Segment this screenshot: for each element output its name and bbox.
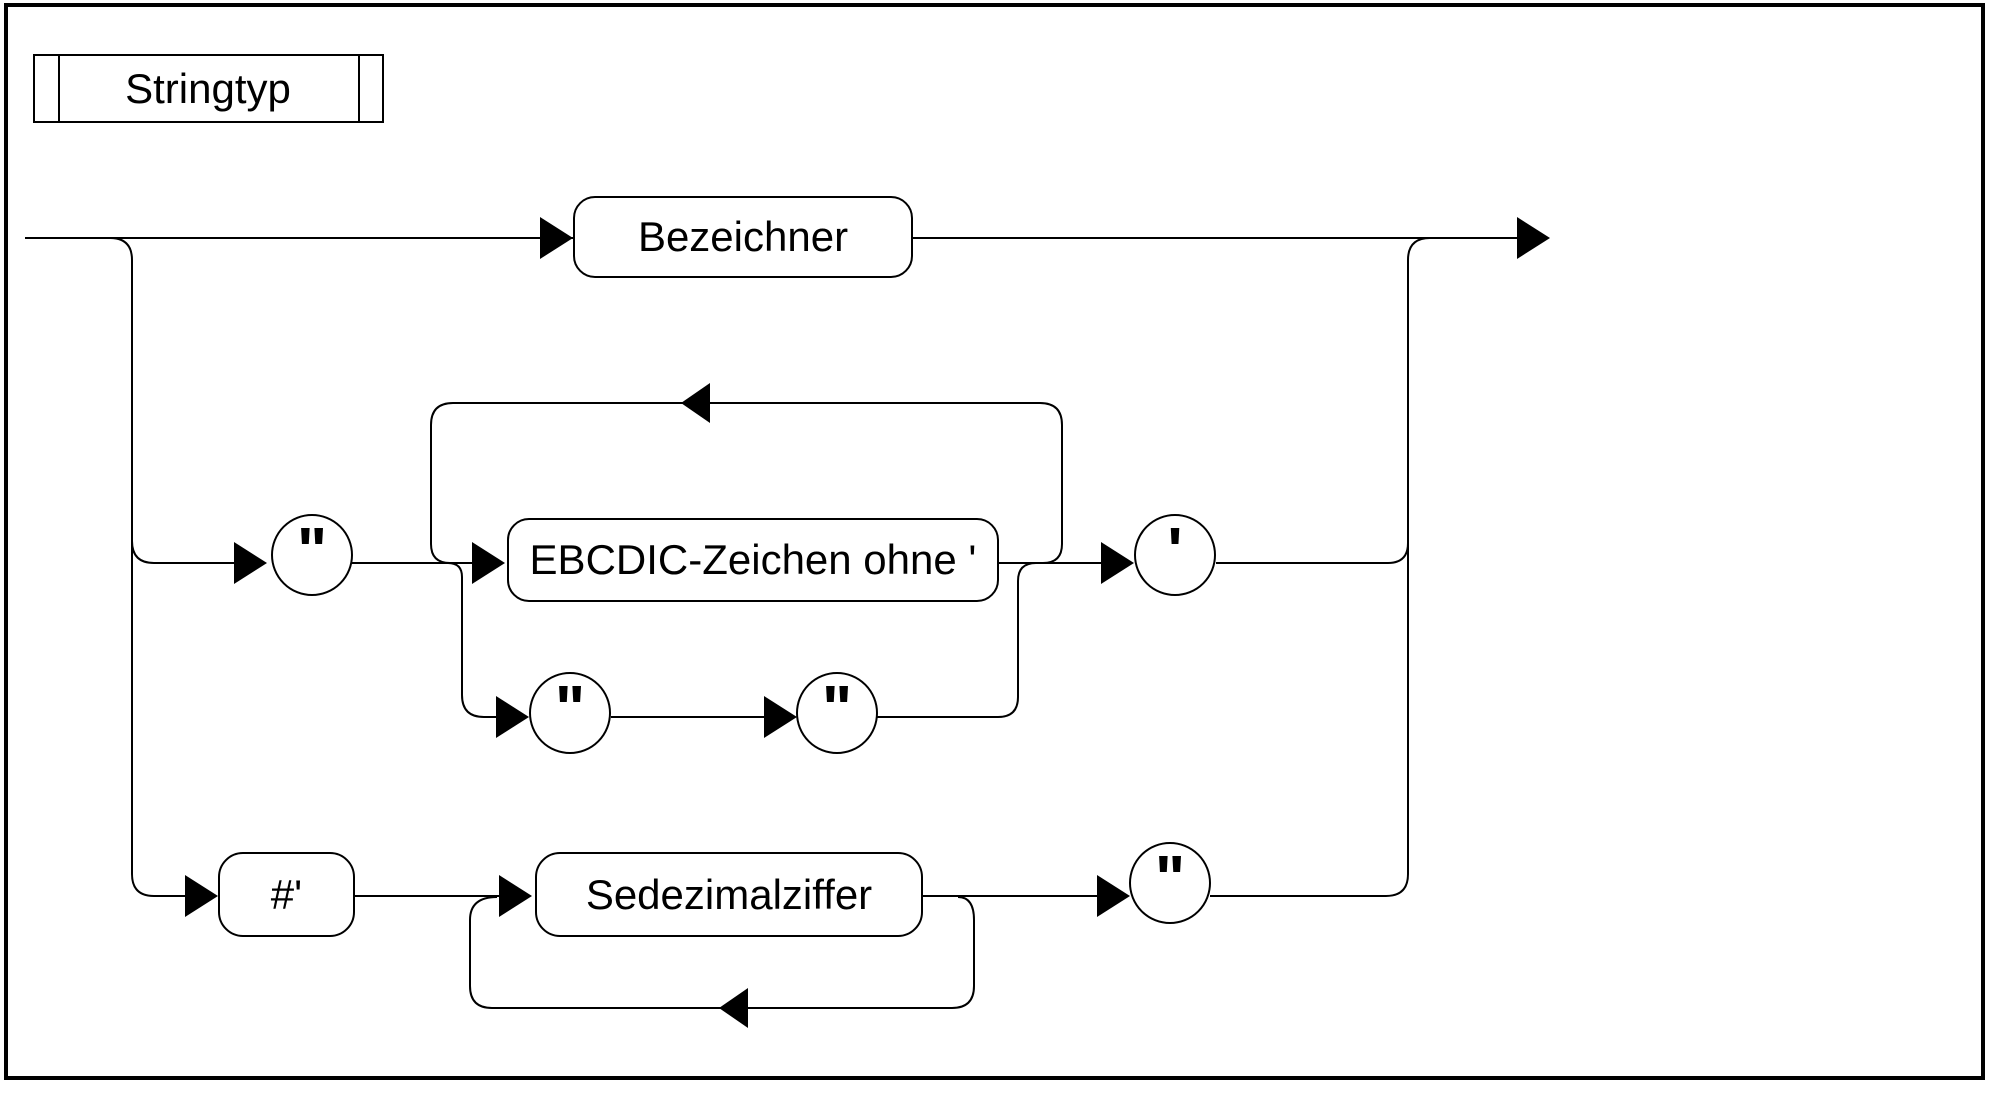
connector-left-rail [109, 237, 185, 897]
arrowhead-into-sedezimal [499, 875, 532, 917]
node-sedezimalziffer-label: Sedezimalziffer [585, 870, 873, 918]
arrowhead-into-ebcdic [472, 542, 505, 584]
connector-branch2-c [1216, 542, 1409, 564]
quote-circle-open-glyph: " [296, 514, 328, 586]
arrowhead-into-hex-close-quote [1097, 875, 1130, 917]
connector-escape-alt-left [447, 562, 496, 718]
quote-circle-hex-close: " [1129, 842, 1211, 924]
node-bezeichner: Bezeichner [573, 196, 913, 278]
arrowhead-branch3-loopback [719, 988, 748, 1028]
node-sedezimalziffer: Sedezimalziffer [535, 852, 923, 937]
arrowhead-branch2-loopback [681, 383, 710, 423]
connector-right-rail [1210, 237, 1431, 897]
title-box-divider-right [358, 56, 360, 121]
connector-escape-alt-right [877, 562, 1037, 718]
quote-circle-close-glyph: ' [1167, 514, 1183, 586]
quote-circle-escape-1: " [529, 672, 611, 754]
title-box-divider-left [58, 56, 60, 121]
connector-branch2-loop [430, 402, 1063, 564]
arrowhead-main-exit [1517, 217, 1550, 259]
arrowhead-into-hash-prefix [185, 875, 218, 917]
node-ebcdic-zeichen: EBCDIC-Zeichen ohne ' [507, 518, 999, 602]
arrowhead-into-escape1 [496, 696, 529, 738]
quote-circle-escape-1-glyph: " [554, 672, 586, 744]
node-ebcdic-zeichen-label: EBCDIC-Zeichen ohne ' [529, 536, 977, 583]
arrowhead-into-bezeichner [540, 217, 573, 259]
quote-circle-close: ' [1134, 514, 1216, 596]
connector-branch2-takeoff [131, 540, 234, 564]
node-bezeichner-label: Bezeichner [637, 213, 849, 260]
diagram-title: Stringtyp [125, 64, 291, 112]
title-box: Stringtyp [33, 54, 384, 123]
arrowhead-branch2-start [234, 542, 267, 584]
node-hash-quote-prefix: #' [218, 852, 355, 937]
arrowhead-into-escape2 [764, 696, 797, 738]
quote-circle-escape-2: " [796, 672, 878, 754]
quote-circle-escape-2-glyph: " [821, 672, 853, 744]
page-frame [4, 3, 1985, 1080]
quote-circle-hex-close-glyph: " [1154, 842, 1186, 914]
node-hash-quote-prefix-label: #' [270, 870, 303, 918]
quote-circle-open: " [271, 514, 353, 596]
arrowhead-into-close-quote [1101, 542, 1134, 584]
